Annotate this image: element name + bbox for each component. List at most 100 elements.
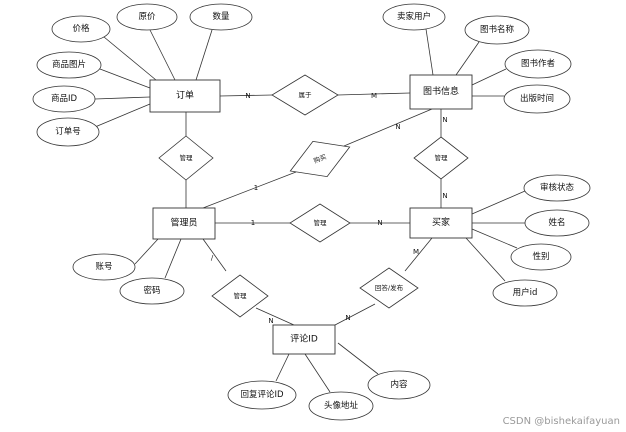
entity-order: 订单	[149, 79, 221, 113]
connector-line	[337, 342, 379, 375]
connector-line	[134, 238, 159, 265]
relationship-mgr-order: 管理	[158, 135, 214, 181]
entity-box	[409, 74, 473, 110]
connector-line	[94, 103, 151, 128]
attribute-label: 订单号	[55, 126, 81, 137]
attribute-ellipse	[524, 209, 590, 237]
attribute-label: 商品图片	[52, 59, 86, 70]
watermark: CSDN @bishekaifayuan	[502, 416, 620, 427]
cardinality-c-admin-purchase: 1	[254, 184, 258, 192]
relationship-mgr-comment: 管理	[211, 274, 269, 318]
relationship-diamond	[359, 267, 419, 309]
attribute-ellipse	[227, 380, 297, 410]
connector-line	[255, 307, 295, 326]
attribute-book-name: 图书名称	[464, 15, 530, 45]
attribute-ellipse	[503, 84, 571, 114]
entity-admin: 管理员	[152, 207, 216, 240]
attribute-name: 姓名	[524, 209, 590, 237]
connector-line	[425, 28, 434, 76]
attribute-ellipse	[116, 3, 178, 31]
cardinality-c-comment-reply: N	[345, 314, 350, 322]
connector-line	[304, 353, 331, 393]
attribute-ellipse	[72, 253, 136, 281]
attribute-label: 用户id	[513, 287, 538, 298]
connector-line	[195, 29, 213, 81]
attribute-goods-img: 商品图片	[36, 51, 102, 79]
relationship-label: 管理	[180, 153, 194, 162]
connector-line	[471, 228, 518, 249]
cardinality-c-reply-buyer: M	[413, 248, 419, 256]
attribute-label: 回复评论ID	[240, 389, 284, 400]
relationship-diamond	[289, 203, 351, 243]
attribute-gender: 性别	[510, 243, 572, 271]
connector-line	[275, 353, 290, 382]
attribute-ellipse	[36, 51, 102, 79]
connector-line	[99, 68, 151, 89]
relationship-label: 属于	[299, 91, 313, 99]
relationship-diamond	[211, 274, 269, 318]
attribute-label: 性别	[532, 251, 549, 262]
attribute-label: 账号	[95, 262, 112, 272]
attribute-content: 内容	[367, 370, 431, 400]
attribute-ellipse	[308, 391, 374, 421]
cardinality-c-admin-mgrcomment: /	[211, 254, 214, 262]
connector-line	[149, 29, 176, 81]
relationship-mgr-book: 管理	[413, 136, 469, 180]
entity-box	[272, 324, 336, 355]
attribute-ellipse	[119, 277, 185, 305]
attribute-label: 姓名	[548, 217, 565, 228]
connector-line	[471, 190, 526, 215]
connector-line	[404, 237, 433, 272]
attribute-goods-id: 商品ID	[32, 85, 96, 113]
attribute-publish-time: 出版时间	[503, 84, 571, 114]
connector-line	[103, 36, 157, 81]
connector-line	[334, 303, 376, 326]
attribute-quantity: 数量	[189, 3, 253, 31]
attribute-ellipse	[504, 49, 572, 79]
entity-label: 评论ID	[290, 333, 318, 345]
relationship-label: 管理	[234, 291, 248, 300]
attribute-price: 价格	[51, 15, 111, 43]
connector-line	[164, 238, 182, 279]
attribute-ellipse	[36, 117, 100, 147]
attribute-ellipse	[32, 85, 96, 113]
entity-label: 管理员	[170, 217, 197, 229]
attribute-label: 图书名称	[480, 24, 515, 35]
connector-line	[471, 68, 507, 86]
connector-line	[455, 41, 480, 76]
entity-book: 图书信息	[409, 74, 473, 110]
connector-line	[343, 108, 433, 147]
entity-label: 买家	[432, 216, 450, 228]
attribute-password: 密码	[119, 277, 185, 305]
entity-label: 图书信息	[423, 85, 459, 97]
connector-line	[202, 171, 297, 209]
relationship-label: 管理	[314, 218, 328, 227]
cardinality-c-mgrcomment-comment: N	[268, 317, 273, 325]
attribute-ellipse	[367, 370, 431, 400]
cardinality-c-book-purchase: N	[395, 123, 400, 131]
attribute-ellipse	[523, 174, 591, 202]
cardinality-c-book-mgr: N	[442, 116, 447, 124]
attribute-ellipse	[51, 15, 111, 43]
attribute-label: 内容	[390, 379, 408, 390]
attribute-ellipse	[510, 243, 572, 271]
attribute-label: 头像地址	[324, 400, 359, 411]
connector-line	[465, 237, 506, 282]
cardinality-c-order-belongs: N	[245, 92, 250, 100]
relationship-purchase: 购买	[289, 140, 351, 178]
relationship-label: 管理	[435, 153, 449, 162]
entity-comment: 评论ID	[272, 324, 336, 355]
attribute-ellipse	[189, 3, 253, 31]
entity-box	[409, 207, 473, 239]
attribute-label: 价格	[72, 23, 90, 34]
attribute-book-author: 图书作者	[504, 49, 572, 79]
entity-label: 订单	[176, 89, 194, 101]
attribute-account: 账号	[72, 253, 136, 281]
relationship-diamond	[271, 74, 339, 116]
attribute-orig-price: 原价	[116, 3, 178, 31]
attribute-order-no: 订单号	[36, 117, 100, 147]
entity-buyer: 买家	[409, 207, 473, 239]
